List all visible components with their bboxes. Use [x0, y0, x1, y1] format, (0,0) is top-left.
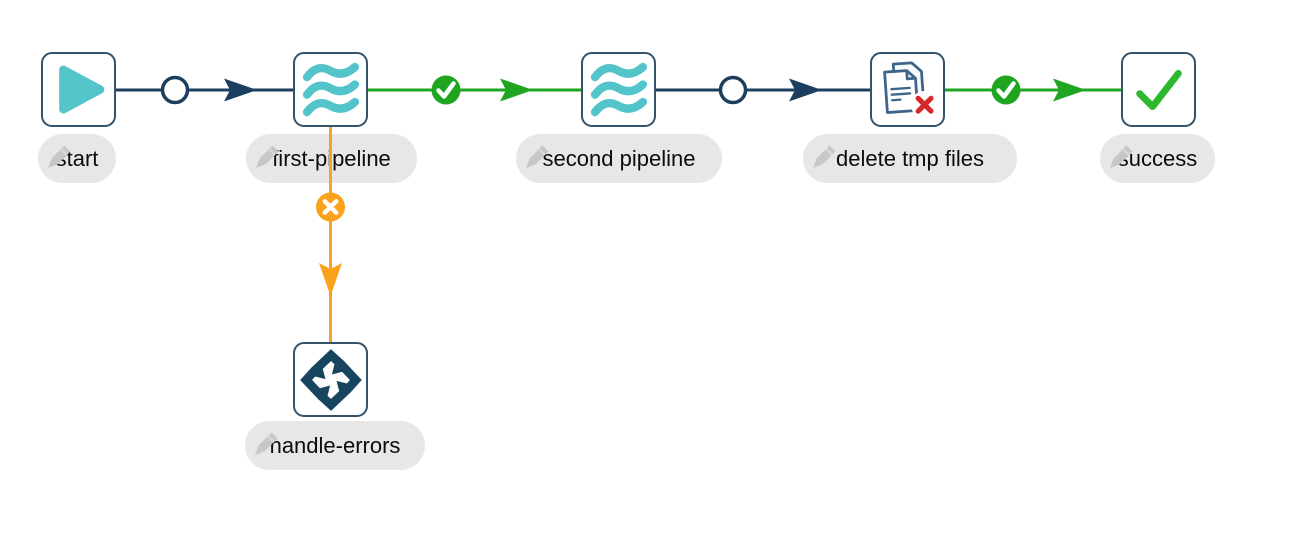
edit-pencil-icon	[1109, 145, 1133, 169]
node-success[interactable]	[1121, 52, 1196, 127]
node-label-text: delete tmp files	[836, 145, 984, 171]
node-second-pipeline[interactable]	[581, 52, 656, 127]
edit-pencil-icon	[525, 145, 549, 169]
hop-status-unconditional-icon[interactable]	[160, 75, 190, 105]
node-label-success[interactable]: success	[1100, 134, 1215, 183]
pipeline-waves-icon	[590, 62, 647, 116]
node-first-pipeline[interactable]	[293, 52, 368, 127]
node-handle-errors[interactable]	[293, 342, 368, 417]
delete-files-icon	[882, 60, 938, 119]
node-label-second-pipeline[interactable]: second pipeline	[516, 134, 722, 183]
edit-pencil-icon	[47, 145, 71, 169]
x-glyph	[322, 199, 339, 215]
edit-pencil-icon	[812, 145, 836, 169]
node-label-delete-tmp-files[interactable]: delete tmp files	[803, 134, 1017, 183]
node-start[interactable]	[41, 52, 116, 127]
workflow-cycle-icon	[296, 348, 366, 415]
hop-status-unconditional-icon[interactable]	[718, 75, 748, 105]
check-glyph	[996, 81, 1016, 99]
hop-arrow-icon	[500, 78, 533, 102]
node-label-text: handle-errors	[269, 432, 401, 458]
node-label-start[interactable]: start	[38, 134, 116, 183]
hop-arrow-icon	[319, 263, 342, 296]
pipeline-waves-icon	[302, 62, 359, 116]
node-label-text: second pipeline	[542, 145, 696, 171]
hop-arrow-icon	[224, 78, 257, 102]
hop-arrow-icon	[789, 78, 822, 102]
hop-arrow-icon	[1053, 78, 1086, 102]
play-icon	[58, 65, 104, 113]
node-label-handle-errors[interactable]: handle-errors	[245, 421, 425, 470]
edit-pencil-icon	[255, 145, 279, 169]
check-icon	[1135, 69, 1182, 110]
delete-x-glyph	[915, 95, 934, 114]
node-delete-tmp-files[interactable]	[870, 52, 945, 127]
node-label-text: success	[1117, 145, 1198, 171]
check-glyph	[436, 81, 456, 99]
edit-pencil-icon	[254, 432, 278, 456]
